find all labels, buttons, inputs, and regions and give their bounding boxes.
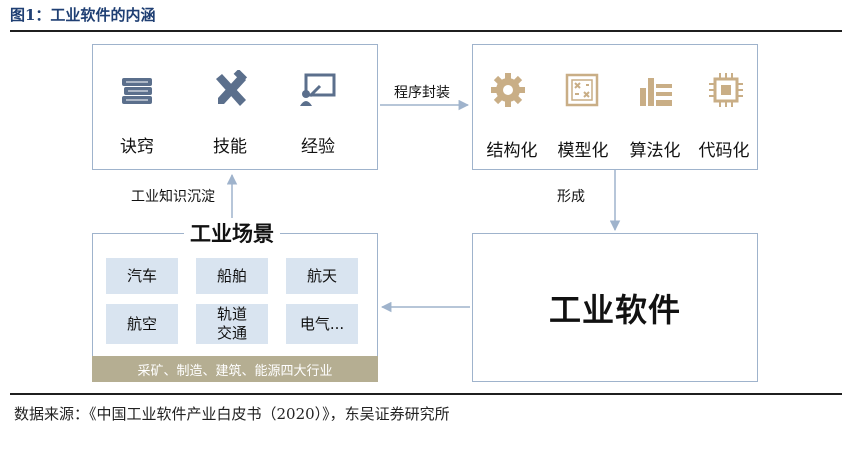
program-box — [472, 44, 758, 170]
scene-cell-electric: 电气... — [286, 304, 358, 344]
scene-cell-aviation: 航空 — [106, 304, 178, 344]
connector-label-encapsulate: 程序封装 — [394, 85, 450, 101]
connector-label-form: 形成 — [557, 189, 585, 205]
program-label-code: 代码化 — [698, 141, 750, 161]
books-icon — [117, 70, 157, 110]
knowledge-label-skill: 技能 — [213, 137, 247, 157]
model-icon — [562, 70, 602, 110]
connector-label-accumulate: 工业知识沉淀 — [131, 189, 215, 205]
algorithm-icon — [636, 70, 676, 110]
scene-cell-auto: 汽车 — [106, 258, 178, 294]
tools-icon — [210, 70, 250, 110]
chip-icon — [706, 70, 746, 110]
top-rule — [10, 30, 842, 32]
scene-cell-ship: 船舶 — [196, 258, 268, 294]
scene-title: 工业场景 — [184, 218, 280, 248]
knowledge-label-experience: 经验 — [301, 137, 335, 157]
software-box: 工业软件 — [472, 233, 758, 382]
knowledge-label-knowhow: 诀窍 — [120, 137, 154, 157]
knowledge-box — [92, 44, 378, 170]
figure-title: 图1：工业软件的内涵 — [10, 6, 156, 24]
gear-icon — [488, 70, 528, 110]
scene-cell-space: 航天 — [286, 258, 358, 294]
scene-industries-band: 采矿、制造、建筑、能源四大行业 — [92, 356, 378, 382]
program-label-algorithm: 算法化 — [629, 141, 681, 161]
scene-cell-rail: 轨道 交通 — [196, 304, 268, 344]
program-label-structure: 结构化 — [486, 141, 538, 161]
source-note: 数据来源：《中国工业软件产业白皮书（2020）》，东吴证券研究所 — [14, 405, 450, 423]
software-label: 工业软件 — [548, 290, 681, 329]
presentation-icon — [298, 70, 338, 110]
bottom-rule — [10, 393, 842, 395]
program-label-model: 模型化 — [557, 141, 609, 161]
